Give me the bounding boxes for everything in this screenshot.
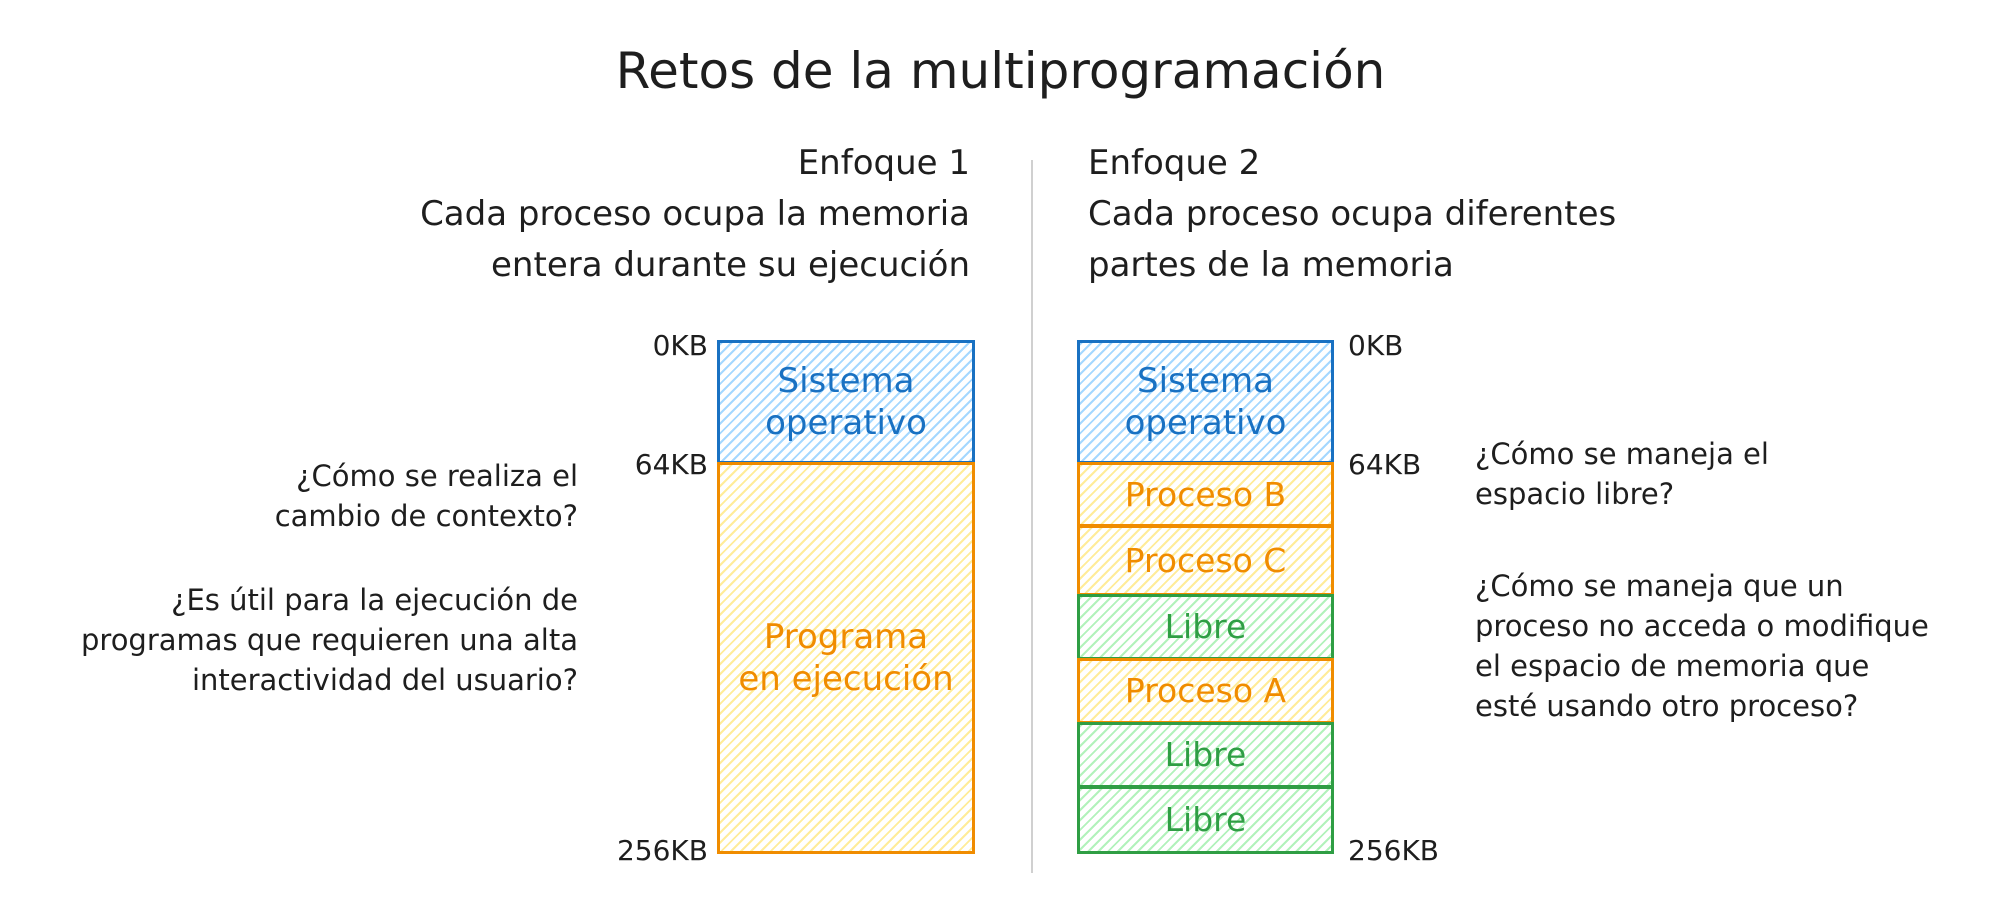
approach2-process-c-block: Proceso C (1077, 525, 1334, 596)
approach2-process-b-block: Proceso B (1077, 462, 1334, 527)
approach2-desc-line1: Cada proceso ocupa diferentes (1088, 194, 1617, 234)
approach1-os-line1: Sistema (777, 360, 915, 401)
approach2-q2-line1: ¿Cómo se maneja que un (1475, 569, 1844, 603)
approach1-label-0kb: 0KB (652, 329, 708, 362)
approach2-heading: Enfoque 2 Cada proceso ocupa diferentes … (1088, 138, 1788, 291)
approach2-question-protection: ¿Cómo se maneja que un proceso no acceda… (1475, 566, 1995, 726)
approach2-question-free-space: ¿Cómo se maneja el espacio libre? (1475, 434, 1975, 514)
approach1-q2-line1: ¿Es útil para la ejecución de (171, 583, 578, 617)
approach1-desc-line2: entera durante su ejecución (491, 245, 970, 285)
approach1-question-context-switch: ¿Cómo se realiza el cambio de contexto? (150, 456, 578, 536)
approach2-q1-line2: espacio libre? (1475, 477, 1675, 511)
diagram-title: Retos de la multiprogramación (615, 42, 1386, 100)
approach2-free-1-label: Libre (1164, 607, 1247, 647)
center-divider (1031, 160, 1033, 873)
approach1-question-interactivity: ¿Es útil para la ejecución de programas … (20, 580, 578, 700)
approach2-os-block: Sistema operativo (1077, 340, 1334, 464)
approach2-os-line2: operativo (1124, 403, 1287, 443)
approach1-heading: Enfoque 1 Cada proceso ocupa la memoria … (300, 138, 970, 291)
approach1-q1-line2: cambio de contexto? (274, 499, 578, 533)
approach2-free-2-label: Libre (1164, 735, 1247, 775)
approach2-free-3-label: Libre (1164, 800, 1247, 840)
approach2-free-block-1: Libre (1077, 594, 1334, 660)
approach2-label-0kb: 0KB (1348, 329, 1404, 362)
approach1-program-line1: Programa (763, 616, 929, 657)
approach2-q2-line3: el espacio de memoria que (1475, 649, 1870, 683)
approach1-os-block: Sistema operativo (717, 340, 975, 464)
approach1-os-line2: operativo (765, 403, 927, 443)
approach2-os-line1: Sistema (1137, 360, 1274, 401)
approach1-program-block: Programa en ejecución (717, 462, 975, 854)
approach1-label-256kb: 256KB (616, 834, 708, 867)
approach2-free-block-2: Libre (1077, 722, 1334, 788)
approach1-label-64kb: 64KB (634, 448, 708, 481)
approach2-label-64kb: 64KB (1348, 448, 1422, 481)
approach2-label-256kb: 256KB (1348, 834, 1440, 867)
approach2-process-c-label: Proceso C (1124, 540, 1287, 580)
approach2-process-a-block: Proceso A (1077, 658, 1334, 724)
approach1-program-line2: en ejecución (738, 659, 954, 699)
approach1-title: Enfoque 1 (797, 143, 970, 183)
approach2-q2-line4: esté usando otro proceso? (1475, 689, 1859, 723)
approach2-process-a-label: Proceso A (1124, 671, 1287, 711)
approach2-process-b-label: Proceso B (1124, 474, 1287, 514)
approach2-q2-line2: proceso no acceda o modifique (1475, 609, 1929, 643)
approach2-title: Enfoque 2 (1088, 143, 1261, 183)
approach1-q2-line2: programas que requieren una alta (81, 623, 578, 657)
approach2-q1-line1: ¿Cómo se maneja el (1475, 437, 1769, 471)
approach2-free-block-3: Libre (1077, 786, 1334, 854)
approach1-q1-line1: ¿Cómo se realiza el (296, 459, 578, 493)
approach1-q2-line3: interactividad del usuario? (191, 663, 578, 697)
approach2-desc-line2: partes de la memoria (1088, 245, 1454, 285)
approach1-desc-line1: Cada proceso ocupa la memoria (420, 194, 970, 234)
